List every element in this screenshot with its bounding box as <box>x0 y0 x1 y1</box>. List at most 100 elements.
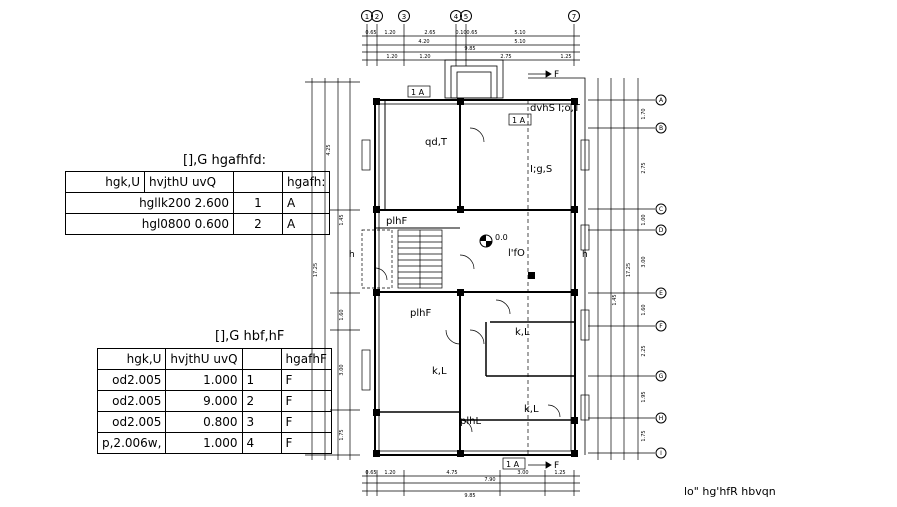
table-cell: 2 <box>233 213 283 235</box>
right-dimension-text: 1.70 2.75 1.00 3.00 1.60 2.25 1.95 1.75 … <box>612 108 647 441</box>
table-cell: F <box>280 411 332 433</box>
dim-text: 1.45 <box>612 294 618 305</box>
stair-mark: h <box>582 250 588 260</box>
table-row: hgl0800 0.600 2 A <box>65 213 331 235</box>
dim-text: 17.25 <box>626 263 632 277</box>
dim-text: 1.20 <box>384 30 395 36</box>
left-dimension-text: 17.25 4.25 1.45 3.00 1.60 1.75 <box>313 144 345 440</box>
grid-marker-f: F <box>655 320 667 332</box>
table-cell: F <box>280 390 332 412</box>
grid-marker-label: 4 <box>454 13 459 21</box>
grid-marker-h: H <box>655 412 667 424</box>
room-label: k,L <box>432 366 447 377</box>
table-cell: 1.000 <box>165 369 243 391</box>
schedule-table-2: hgk,U hvjthU uvQ hgafhF od2.005 1.000 1 … <box>96 348 332 454</box>
schedule-table-1: hgk,U hvjthU uvQ hgafh: hgllk200 2.600 1… <box>65 171 331 235</box>
top-dimension-text: 0.65 1.20 2.65 0.10 0.65 5.10 4.20 5.10 … <box>365 30 571 60</box>
table-cell: hgafh: <box>281 171 331 193</box>
dim-text: 5.10 <box>514 30 525 36</box>
section-mark-label: F <box>554 70 559 80</box>
grid-marker-label: G <box>659 373 664 380</box>
table-cell: 9.000 <box>165 390 243 412</box>
dim-text: 4.25 <box>326 144 332 155</box>
dim-text: 1.20 <box>386 54 397 60</box>
table1-title: [],G hgafhfd: <box>183 153 266 168</box>
door-tag: 1 A <box>512 116 526 125</box>
bottom-dimension-lines <box>362 470 580 496</box>
grid-marker-a: A <box>655 94 667 106</box>
table-cell: od2.005 <box>96 369 167 391</box>
walls <box>374 99 576 456</box>
table-header-row: hgk,U hvjthU uvQ hgafh: <box>65 171 331 193</box>
dim-text: 1.20 <box>384 470 395 476</box>
grid-marker-4: 4 <box>450 10 462 22</box>
staircase <box>361 229 443 289</box>
dim-text: 2.75 <box>641 162 647 173</box>
dim-text: 1.00 <box>641 214 647 225</box>
dim-text: 1.75 <box>641 430 647 441</box>
section-mark-label: F <box>554 461 559 471</box>
structural-columns <box>373 98 578 457</box>
table-row: p,2.006w, 1.000 4 F <box>96 432 332 454</box>
table-cell: F <box>280 432 332 454</box>
grid-marker-1: 1 <box>361 10 373 22</box>
table-cell: 4 <box>241 432 282 454</box>
grid-marker-5: 5 <box>460 10 472 22</box>
dim-text: 1.60 <box>641 304 647 315</box>
dim-text: 0.65 <box>365 30 376 36</box>
table-cell: 2 <box>241 390 282 412</box>
dim-text: 9.85 <box>464 46 475 52</box>
stair-mark: h <box>349 250 355 260</box>
room-label: plhF <box>410 308 431 319</box>
dim-text: 1.45 <box>339 214 345 225</box>
bottom-dimension-text: 0.65 1.20 4.75 3.00 1.25 7.90 9.85 <box>365 470 565 499</box>
table-header-row: hgk,U hvjthU uvQ hgafhF <box>96 348 332 370</box>
table-cell: hvjthU uvQ <box>165 348 243 370</box>
grid-marker-label: 7 <box>572 13 576 21</box>
dim-text: 9.85 <box>464 493 475 499</box>
windows <box>361 139 590 421</box>
grid-marker-label: 5 <box>464 13 468 21</box>
section-marks <box>528 70 552 469</box>
row-grid-markers: A B C D E F G H I <box>655 94 667 459</box>
door-swings <box>374 127 561 433</box>
table2-title: [],G hbf,hF <box>215 329 285 344</box>
grid-marker-3: 3 <box>398 10 410 22</box>
dim-text: 0.65 <box>365 470 376 476</box>
dim-text: 1.25 <box>554 470 565 476</box>
grid-marker-i: I <box>655 447 667 459</box>
room-labels: qd,T dvhS I;o,T I;g,S l'fO k,L k,L k,L p… <box>386 103 581 427</box>
entrance-steps <box>444 59 586 455</box>
grid-marker-g: G <box>655 370 667 382</box>
plan-caption: lo" hg'hfR hbvqn <box>684 485 776 498</box>
table-cell: hvjthU uvQ <box>144 171 234 193</box>
dim-text: 7.90 <box>484 477 495 483</box>
table-row: od2.005 1.000 1 F <box>96 369 332 391</box>
dim-text: 3.00 <box>339 364 345 375</box>
table-cell: od2.005 <box>96 411 167 433</box>
right-dimension-lines <box>588 78 655 460</box>
dim-text: 1.95 <box>641 391 647 402</box>
table-cell: hgk,U <box>65 171 145 193</box>
room-label: dvhS I;o,T <box>530 103 581 114</box>
table-cell <box>233 171 283 193</box>
column-grid-markers: 1 2 3 4 5 7 <box>361 10 580 22</box>
grid-marker-label: C <box>659 206 663 213</box>
grid-marker-label: A <box>659 97 664 104</box>
grid-marker-label: 1 <box>365 13 369 21</box>
table-cell: 1 <box>241 369 282 391</box>
table-cell: hgllk200 2.600 <box>65 192 234 214</box>
dim-text: 2.65 <box>424 30 435 36</box>
table-cell: A <box>281 192 331 214</box>
grid-marker-7: 7 <box>568 10 580 22</box>
dim-text: 3.00 <box>641 256 647 267</box>
room-label: plhF <box>386 216 407 227</box>
table-cell: hgafhF <box>280 348 332 370</box>
dim-text: 4.20 <box>418 39 429 45</box>
door-tags: 1 A 1 A 1 A <box>407 85 532 470</box>
dim-text: 0.10 <box>455 30 466 36</box>
dim-text: 2.25 <box>641 345 647 356</box>
room-label: k,L <box>524 404 539 415</box>
table-cell: 3 <box>241 411 282 433</box>
